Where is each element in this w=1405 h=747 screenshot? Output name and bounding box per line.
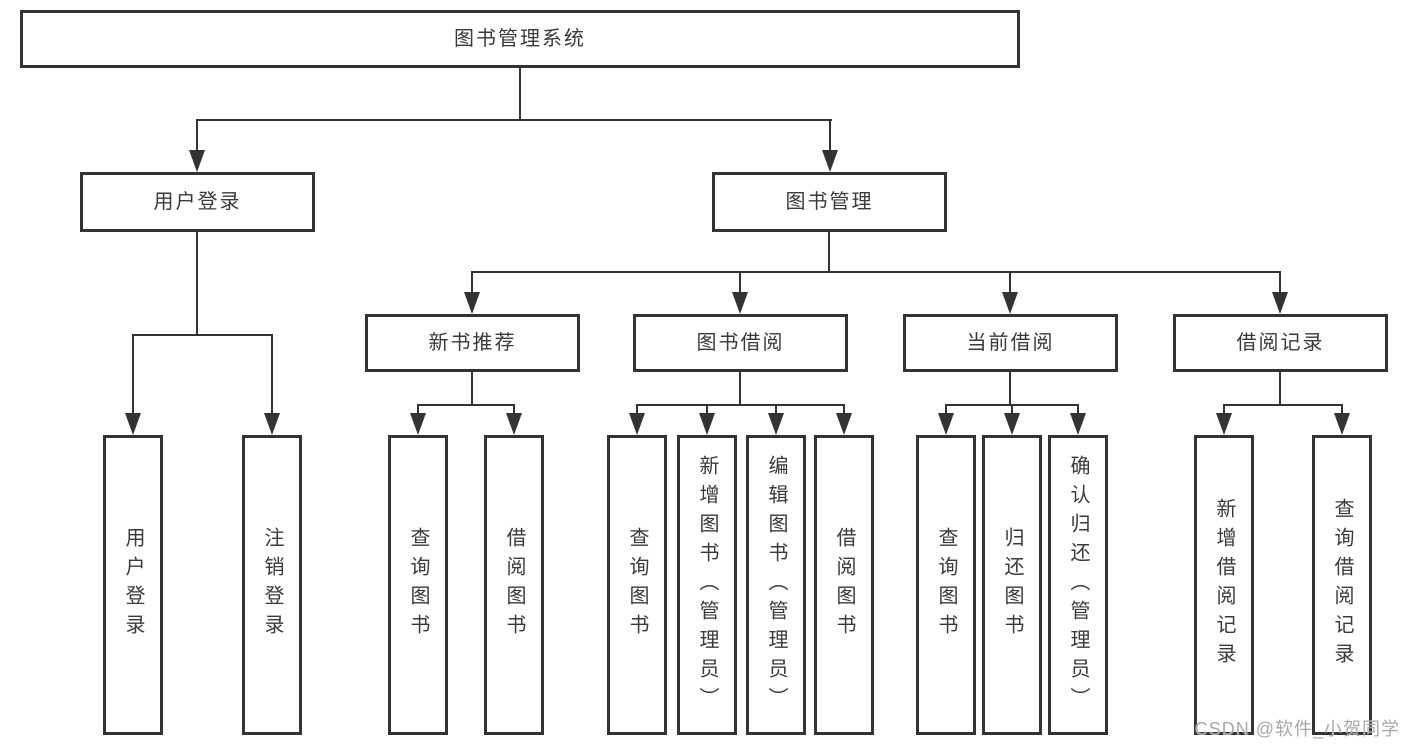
node-book-management: 图书管理 — [712, 172, 947, 232]
leaf-recommend-query-books: 查询图书 — [388, 435, 448, 735]
arrowhead-down-icon — [938, 413, 954, 435]
leaf-borrowing-add-books-admin-label: 新增图书（管理员） — [696, 454, 718, 716]
connector-line — [513, 404, 515, 420]
arrowhead-down-icon — [836, 413, 852, 435]
csdn-watermark: CSDN @软件_小贺同学 — [1194, 719, 1400, 739]
arrowhead-down-icon — [189, 150, 205, 172]
leaf-borrowing-query-books-label: 查询图书 — [626, 527, 648, 643]
leaf-recommend-borrow-books: 借阅图书 — [484, 435, 544, 735]
leaf-borrowing-edit-books-admin-label: 编辑图书（管理员） — [765, 454, 787, 716]
connector-line — [945, 404, 947, 420]
connector-line — [829, 119, 831, 159]
connector-line — [1009, 372, 1011, 406]
arrowhead-down-icon — [506, 413, 522, 435]
connector-line — [775, 404, 777, 420]
leaf-current-return-books: 归还图书 — [982, 435, 1042, 735]
connector-line — [519, 68, 521, 121]
connector-line — [636, 404, 845, 406]
leaf-borrowing-borrow-books: 借阅图书 — [814, 435, 874, 735]
leaf-borrowing-edit-books-admin: 编辑图书（管理员） — [746, 435, 806, 735]
connector-line — [739, 271, 741, 299]
connector-line — [271, 334, 273, 419]
connector-line — [1223, 404, 1225, 420]
arrowhead-down-icon — [732, 292, 748, 314]
arrowhead-down-icon — [1272, 292, 1288, 314]
arrowhead-down-icon — [264, 413, 280, 435]
arrowhead-down-icon — [1070, 413, 1086, 435]
leaf-logout: 注销登录 — [242, 435, 302, 735]
arrowhead-down-icon — [699, 413, 715, 435]
connector-line — [196, 119, 832, 121]
arrowhead-down-icon — [629, 413, 645, 435]
node-root-label: 图书管理系统 — [454, 28, 586, 50]
connector-line — [843, 404, 845, 420]
node-book-borrowing: 图书借阅 — [633, 314, 848, 372]
arrowhead-down-icon — [1004, 413, 1020, 435]
connector-line — [1279, 271, 1281, 299]
arrowhead-down-icon — [125, 413, 141, 435]
leaf-records-query-record: 查询借阅记录 — [1312, 435, 1372, 735]
connector-line — [828, 232, 830, 273]
node-current-borrowing: 当前借阅 — [903, 314, 1118, 372]
connector-line — [196, 119, 198, 159]
leaf-user-login-label: 用户登录 — [122, 527, 144, 643]
connector-line — [636, 404, 638, 420]
leaf-current-query-books: 查询图书 — [916, 435, 976, 735]
node-new-book-recommendation: 新书推荐 — [365, 314, 580, 372]
node-borrowing-records: 借阅记录 — [1173, 314, 1388, 372]
leaf-records-query-record-label: 查询借阅记录 — [1331, 498, 1353, 672]
connector-line — [1223, 404, 1343, 406]
connector-line — [132, 334, 134, 419]
leaf-user-login: 用户登录 — [103, 435, 163, 735]
node-root: 图书管理系统 — [20, 10, 1020, 68]
connector-line — [132, 334, 273, 336]
arrowhead-down-icon — [1216, 413, 1232, 435]
connector-line — [417, 404, 419, 420]
connector-line — [706, 404, 708, 420]
connector-line — [1279, 372, 1281, 406]
node-book-borrowing-label: 图书借阅 — [696, 332, 785, 354]
leaf-borrowing-add-books-admin: 新增图书（管理员） — [677, 435, 737, 735]
node-user-login: 用户登录 — [80, 172, 315, 232]
arrowhead-down-icon — [768, 413, 784, 435]
node-borrowing-records-label: 借阅记录 — [1236, 332, 1325, 354]
node-user-login-label: 用户登录 — [153, 191, 242, 213]
connector-line — [1011, 404, 1013, 420]
arrowhead-down-icon — [410, 413, 426, 435]
arrowhead-down-icon — [1334, 413, 1350, 435]
leaf-current-confirm-return-admin-label: 确认归还（管理员） — [1067, 454, 1089, 716]
arrowhead-down-icon — [822, 150, 838, 172]
leaf-records-add-record-label: 新增借阅记录 — [1213, 498, 1235, 672]
connector-line — [471, 271, 1281, 273]
node-book-management-label: 图书管理 — [785, 191, 874, 213]
connector-line — [417, 404, 515, 406]
leaf-current-query-books-label: 查询图书 — [935, 527, 957, 643]
leaf-logout-label: 注销登录 — [261, 527, 283, 643]
leaf-current-confirm-return-admin: 确认归还（管理员） — [1048, 435, 1108, 735]
leaf-recommend-borrow-books-label: 借阅图书 — [503, 527, 525, 643]
connector-line — [1009, 271, 1011, 299]
connector-line — [471, 271, 473, 299]
connector-line — [739, 372, 741, 406]
leaf-recommend-query-books-label: 查询图书 — [407, 527, 429, 643]
connector-line — [471, 372, 473, 406]
connector-line — [1077, 404, 1079, 420]
leaf-borrowing-borrow-books-label: 借阅图书 — [833, 527, 855, 643]
leaf-borrowing-query-books: 查询图书 — [607, 435, 667, 735]
connector-line — [196, 232, 198, 336]
leaf-current-return-books-label: 归还图书 — [1001, 527, 1023, 643]
node-current-borrowing-label: 当前借阅 — [966, 332, 1055, 354]
node-new-book-recommendation-label: 新书推荐 — [428, 332, 517, 354]
arrowhead-down-icon — [1002, 292, 1018, 314]
arrowhead-down-icon — [464, 292, 480, 314]
leaf-records-add-record: 新增借阅记录 — [1194, 435, 1254, 735]
connector-line — [1341, 404, 1343, 420]
